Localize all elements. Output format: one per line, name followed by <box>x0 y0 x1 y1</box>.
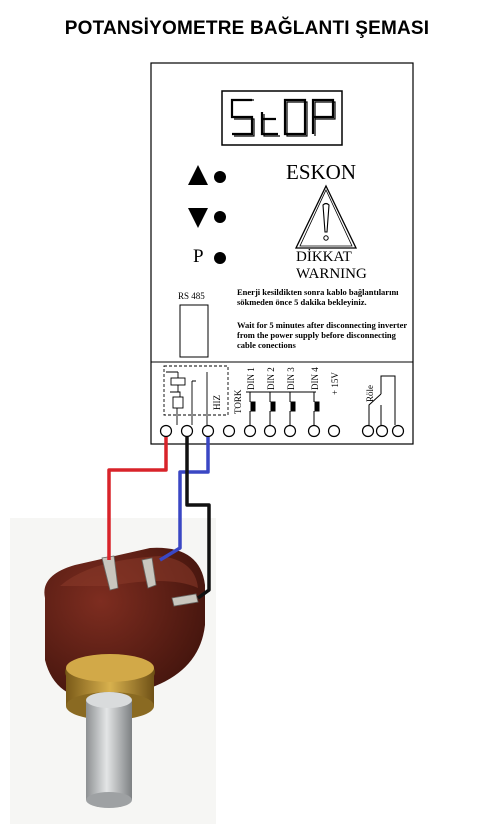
warning-text-tr: Enerji kesildikten sonra kablo bağlantıl… <box>237 287 399 307</box>
potentiometer <box>10 518 216 824</box>
terminal-8 <box>307 424 321 438</box>
terminal-label-din4: DIN 4 <box>310 367 320 390</box>
p-button-label: P <box>193 246 204 267</box>
terminal-10 <box>361 424 375 438</box>
terminal-screws <box>159 424 405 438</box>
terminal-9 <box>327 424 341 438</box>
terminal-4 <box>222 424 236 438</box>
warning-title: WARNING <box>296 266 367 282</box>
terminal-label-din3: DIN 3 <box>286 367 296 390</box>
terminal-label-din2: DIN 2 <box>266 367 276 390</box>
down-led <box>214 211 226 223</box>
drive-panel <box>150 62 414 445</box>
relay-symbol <box>368 375 396 425</box>
terminal-label-role: Röle <box>365 385 375 402</box>
terminal-label-hiz: HIZ <box>212 395 222 410</box>
p-led <box>214 252 226 264</box>
up-led <box>214 171 226 183</box>
display-segments <box>230 98 336 137</box>
terminal-label-15v: + 15V <box>330 372 340 395</box>
terminal-11 <box>375 424 389 438</box>
red-wire <box>107 437 168 560</box>
wires <box>107 437 211 600</box>
down-arrow-icon <box>188 208 208 228</box>
black-wire <box>185 437 211 600</box>
terminal-5 <box>243 424 257 438</box>
caution-title: DİKKAT <box>296 249 352 265</box>
terminal-6 <box>263 424 277 438</box>
rs485-label: RS 485 <box>178 291 205 301</box>
blue-wire <box>159 437 210 562</box>
page-title: POTANSİYOMETRE BAĞLANTI ŞEMASI <box>64 18 430 39</box>
terminal-label-din1: DIN 1 <box>246 367 256 390</box>
din-switches <box>246 391 320 425</box>
terminal-label-tork: TORK <box>233 389 243 414</box>
terminal-7 <box>283 424 297 438</box>
internal-pot-symbol <box>163 365 229 425</box>
terminal-12 <box>391 424 405 438</box>
terminal-3 <box>201 424 215 438</box>
terminal-2 <box>180 424 194 438</box>
warning-text-en: Wait for 5 minutes after disconnecting i… <box>237 320 407 350</box>
brand-label: ESKON <box>286 160 357 184</box>
terminal-1 <box>159 424 173 438</box>
warning-triangle-icon <box>294 184 358 249</box>
rs485-port <box>179 304 209 358</box>
up-arrow-icon <box>188 165 208 185</box>
